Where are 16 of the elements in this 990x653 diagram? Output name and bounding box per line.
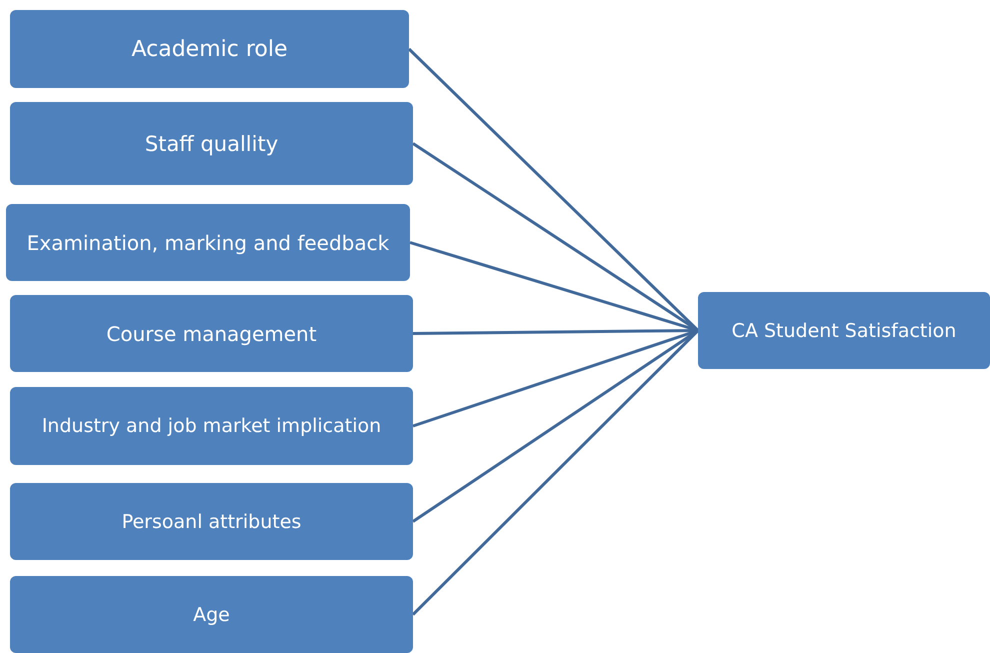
factor-box bbox=[10, 295, 413, 372]
factor-box bbox=[10, 576, 413, 653]
box-label: Examination, marking and feedback bbox=[26, 230, 390, 254]
factor-box bbox=[10, 483, 413, 560]
box-label: Persoanl attributes bbox=[122, 510, 302, 532]
outcome-box bbox=[698, 292, 990, 369]
box-label: Academic role bbox=[131, 36, 288, 62]
factor-box bbox=[10, 102, 413, 185]
box-label: Industry and job market implication bbox=[42, 415, 382, 437]
box-label: Course management bbox=[106, 322, 317, 346]
box-label: Staff quallity bbox=[144, 132, 278, 156]
box-label: CA Student Satisfaction bbox=[732, 320, 956, 342]
box-label: Age bbox=[193, 604, 230, 626]
factor-box bbox=[10, 387, 413, 465]
factor-box bbox=[6, 204, 410, 281]
factor-box bbox=[10, 10, 409, 88]
